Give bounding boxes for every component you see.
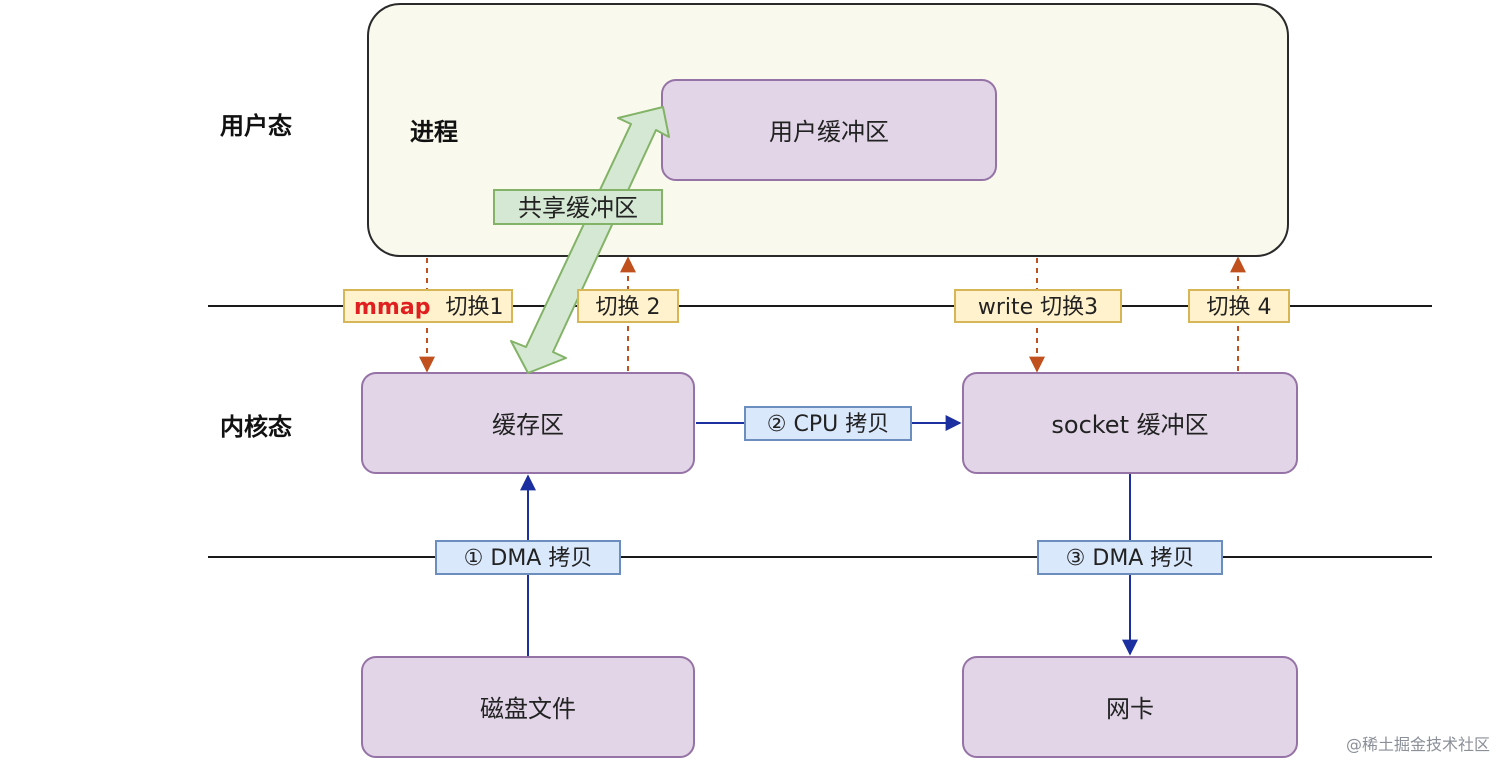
cache-label: 缓存区 [492,411,564,439]
switch4-label: 切换 4 [1207,295,1272,320]
cpu-copy-tag [744,406,912,441]
shared-buffer-double-arrow [510,106,670,374]
disk-file-box [361,656,695,758]
disk-file-label: 磁盘文件 [480,695,576,723]
cpu-copy-label: ② CPU 拷贝 [767,412,889,437]
nic-label: 网卡 [1106,695,1154,723]
watermark: @稀土掘金技术社区 [1346,735,1490,754]
user-mode-label: 用户态 [220,112,292,140]
socket-buffer-box [962,372,1298,474]
dma3-label: ③ DMA 拷贝 [1066,546,1195,571]
kernel-mode-label: 内核态 [220,413,292,441]
shared-buffer-tag [493,189,663,225]
process-label: 进程 [410,118,458,146]
switch4-tag [1188,289,1290,323]
switch2-label: 切换 2 [596,295,661,320]
dma1-label: ① DMA 拷贝 [464,546,593,571]
switch2-tag [577,289,679,323]
shared-buffer-label: 共享缓冲区 [518,194,638,222]
switch3-label: write 切换3 [978,295,1098,320]
mmap-keyword: mmap [354,295,430,320]
switch1-label: 切换1 [445,295,503,320]
nic-box [962,656,1298,758]
dma3-tag [1037,540,1223,575]
user-buffer-label: 用户缓冲区 [769,118,889,146]
switch1-tag-text: mmap 切换1 [354,295,503,320]
switch3-tag [954,289,1122,323]
switch1-tag [343,289,513,323]
dma1-tag [435,540,621,575]
socket-buffer-label: socket 缓冲区 [1051,411,1208,439]
